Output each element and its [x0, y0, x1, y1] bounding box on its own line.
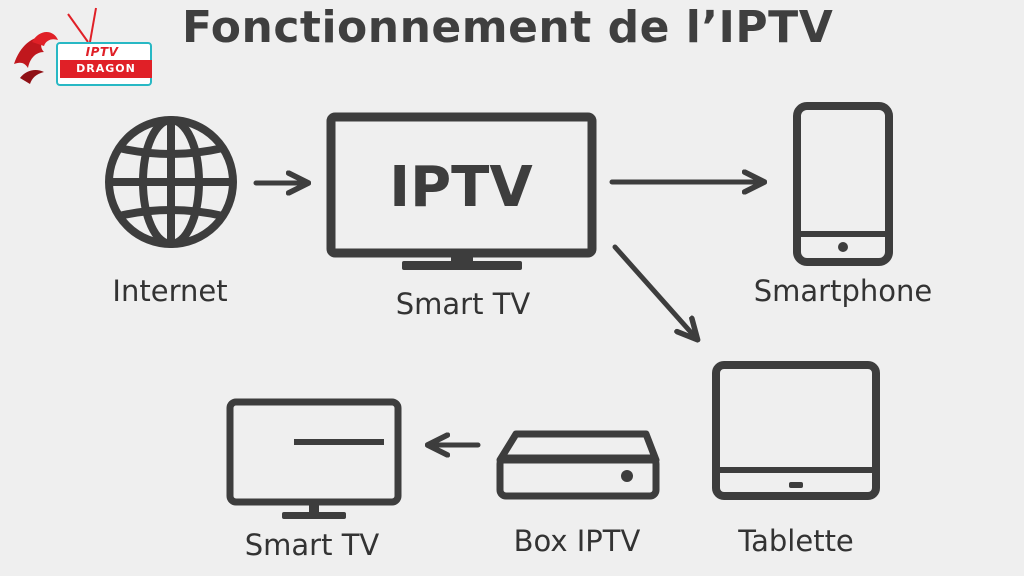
tv-screen-text: IPTV	[389, 155, 533, 220]
tablette-icon	[712, 361, 880, 500]
smart-tv-secondary-label: Smart TV	[244, 528, 380, 562]
smart-tv-main-icon	[326, 112, 597, 270]
globe-icon	[105, 116, 237, 248]
smartphone-icon	[793, 102, 893, 266]
logo-text-iptv: IPTV	[85, 45, 119, 59]
box-iptv-icon	[496, 430, 660, 500]
iptv-dragon-logo: IPTV DRAGON	[10, 6, 152, 86]
tablette-label: Tablette	[738, 524, 854, 558]
smartphone-label: Smartphone	[753, 274, 933, 308]
smart-tv-secondary-icon	[226, 398, 402, 519]
logo-text-dragon: DRAGON	[60, 60, 152, 78]
box-iptv-label: Box IPTV	[513, 524, 641, 558]
arrow-tv-to-tablette	[612, 244, 696, 338]
dragon-icon	[14, 7, 97, 84]
page-title: Fonctionnement de l’IPTV	[182, 2, 834, 53]
smart-tv-main-label: Smart TV	[395, 287, 531, 321]
internet-label: Internet	[112, 274, 228, 308]
